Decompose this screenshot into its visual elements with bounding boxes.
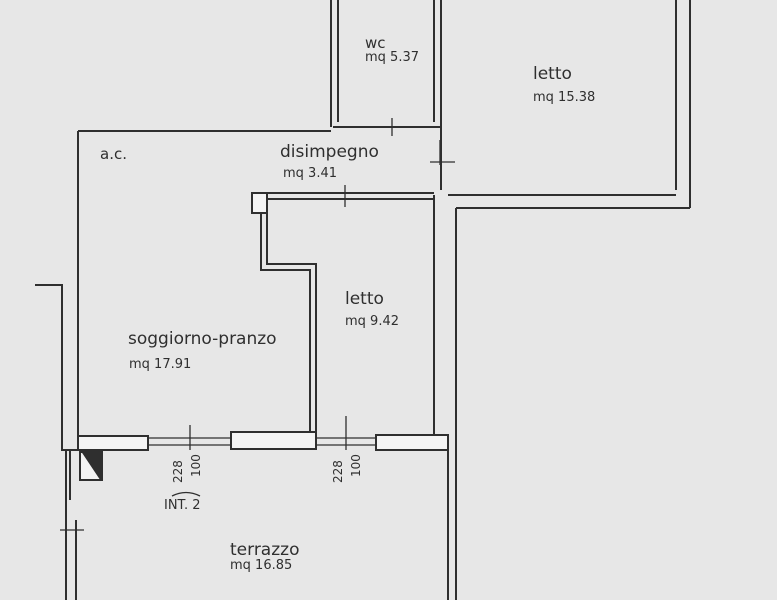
letto-large-walls [448,0,691,209]
walls [35,0,691,600]
terrace-rail [65,450,77,600]
disimpegno-wall [253,192,434,200]
entry-arrow [171,491,201,497]
letto-small-name: letto [345,289,384,309]
window-dim-width: 228 [331,460,345,483]
disimpegno-name: disimpegno [280,142,379,162]
wc-area: mq 5.37 [365,50,419,65]
door-ticks [60,118,455,531]
wc-name: wc [365,34,386,52]
wall-segment [230,431,317,450]
letto-large-name: letto [533,64,572,84]
wall-segment [77,435,149,451]
terrazzo-area: mq 16.85 [230,558,293,573]
wall-segment [375,434,449,451]
door-marks [344,118,455,207]
disimpegno-area: mq 3.41 [283,166,337,181]
window-dim-height: 100 [189,454,203,477]
soggiorno-area: mq 17.91 [129,357,192,372]
wc-walls [330,0,442,190]
letto-small-area: mq 9.42 [345,314,399,329]
column [251,192,268,214]
letto-large-area: mq 15.38 [533,90,596,105]
unit-label: INT. 2 [164,498,201,513]
window-dim-width: 228 [171,460,185,483]
central-walls [433,195,457,600]
ac-name: a.c. [100,145,127,163]
shaft-hatch [82,453,101,482]
terrazzo-name: terrazzo [230,540,300,560]
window-marks [60,416,347,531]
soggiorno-name: soggiorno-pranzo [128,329,277,349]
window-dim-height: 100 [349,454,363,477]
ac-walls [77,130,331,436]
partition-wall [260,213,317,436]
left-wall [35,284,78,500]
